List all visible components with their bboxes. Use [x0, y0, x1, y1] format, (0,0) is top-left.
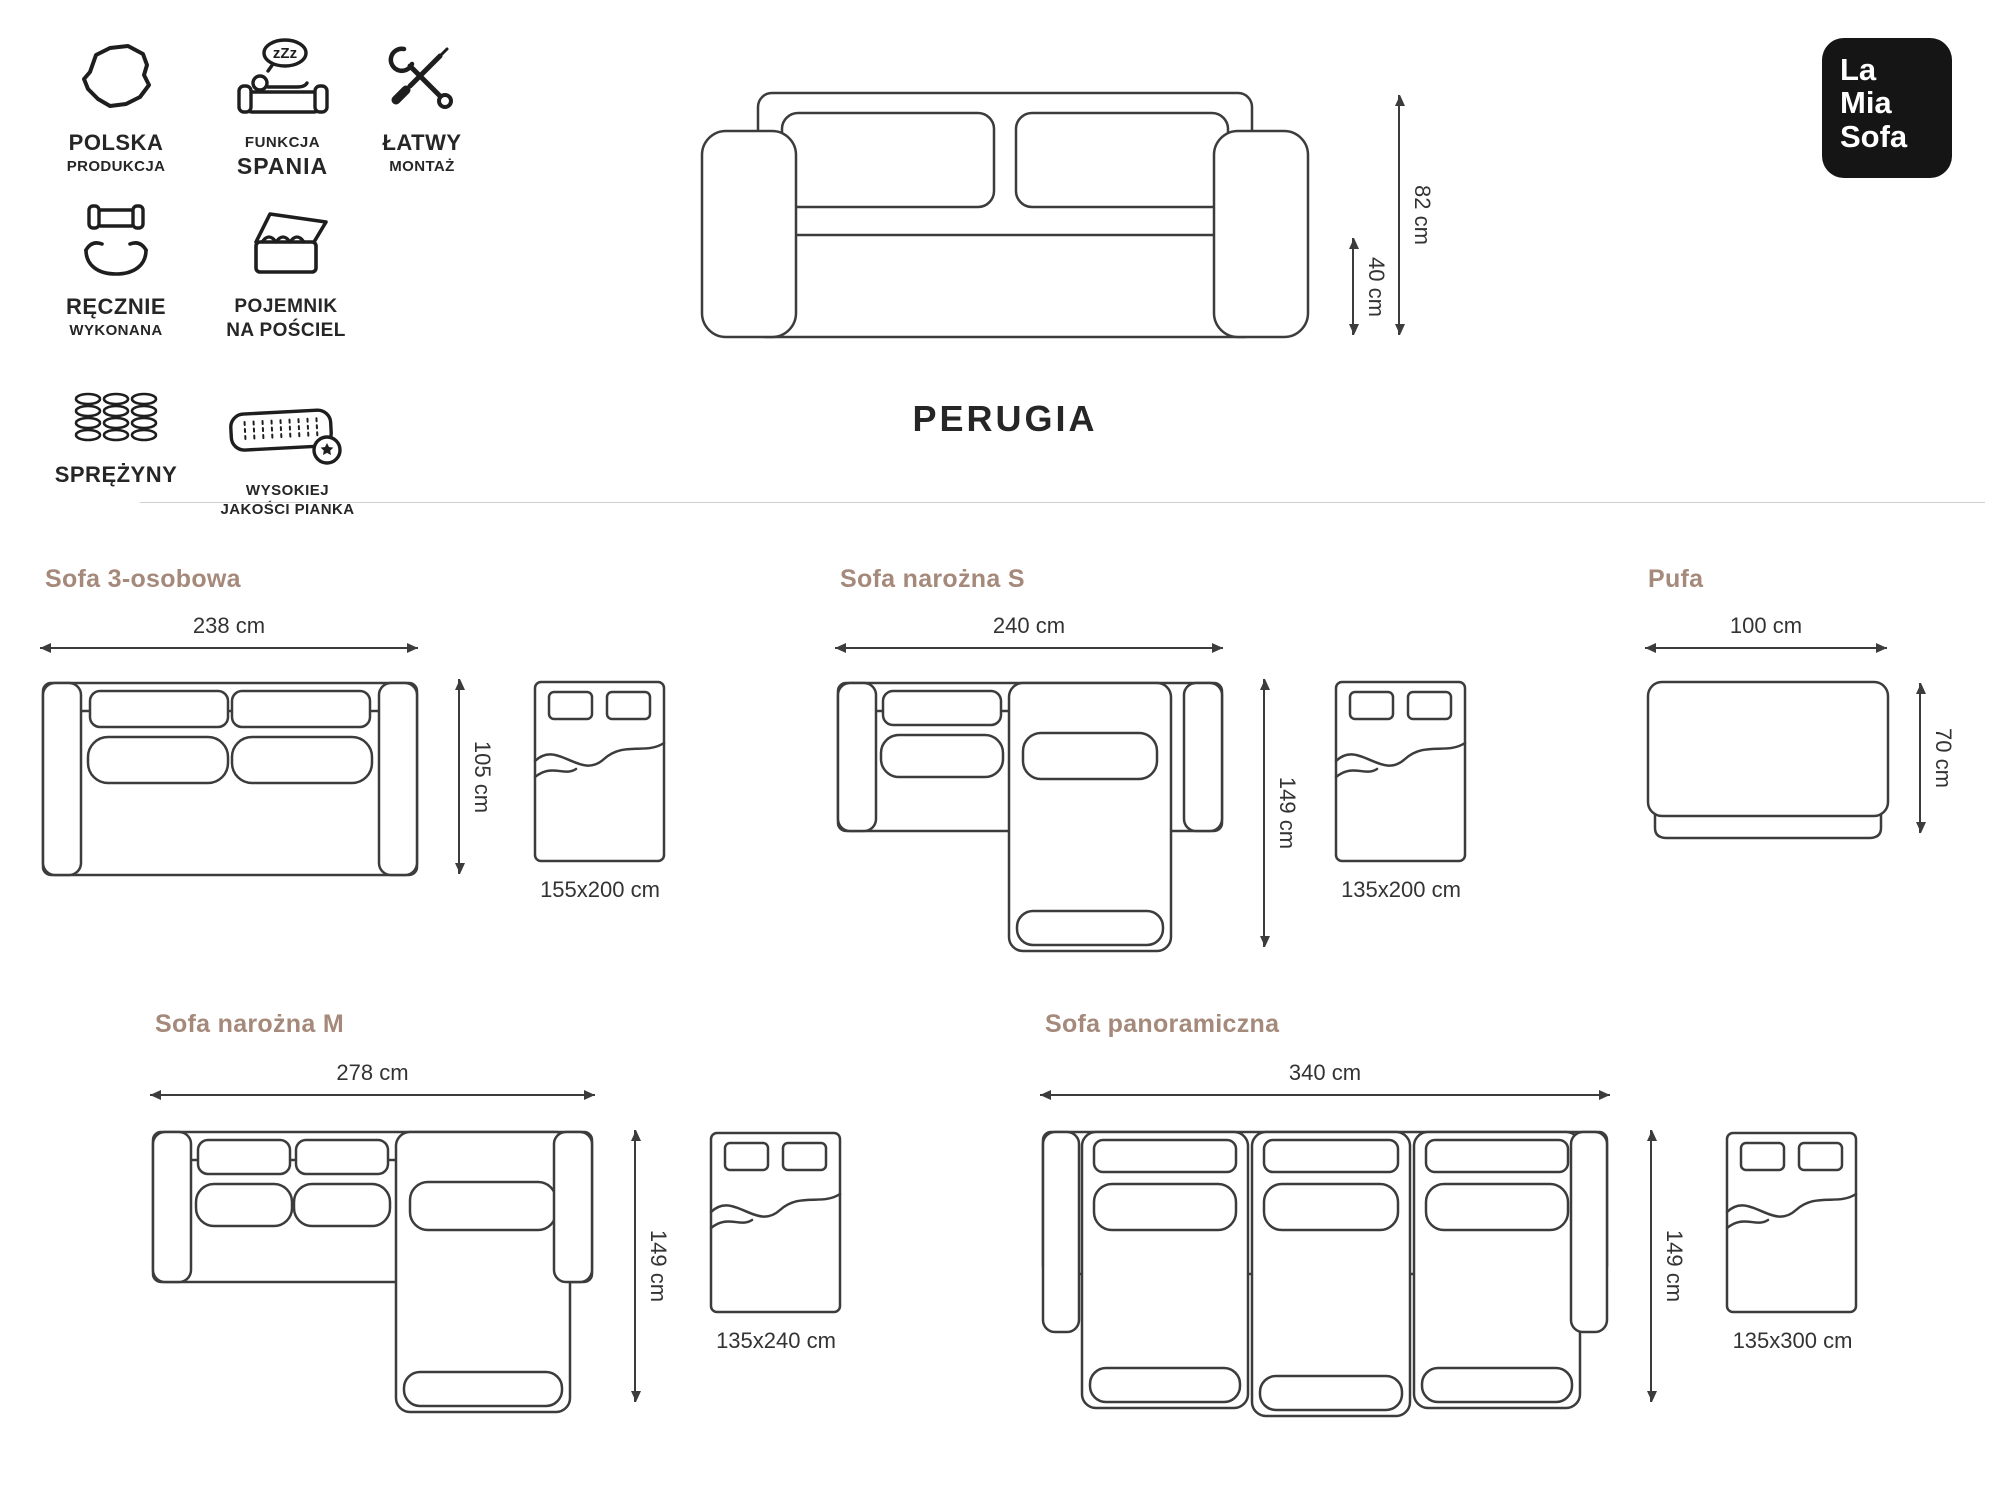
- bed-size-label: 135x200 cm: [1341, 877, 1461, 902]
- variant-title: Pufa: [1648, 565, 1704, 593]
- variant-pufa: Pufa 100 cm 70 cm: [1645, 565, 1985, 885]
- feature-title: RĘCZNIE: [65, 294, 167, 319]
- width-dimension: 240 cm: [835, 613, 1223, 653]
- feature-icon-box: zZz: [200, 36, 365, 124]
- feature-title: POJEMNIK: [234, 296, 338, 317]
- logo-line-3: Sofa: [1840, 118, 1908, 154]
- logo-line-1: La: [1840, 52, 1877, 87]
- variant-title: Sofa panoramiczna: [1045, 1010, 1280, 1038]
- bed-size-label: 155x200 cm: [540, 877, 660, 902]
- brand-logo: La Mia Sofa: [1822, 38, 1952, 178]
- variant-title: Sofa 3-osobowa: [45, 565, 241, 593]
- feature-title: ŁATWY: [382, 130, 462, 155]
- seat-height-label: 40 cm: [1364, 256, 1389, 317]
- poland-map-icon: [82, 44, 151, 108]
- depth-dimension-label: 70 cm: [1931, 728, 1956, 788]
- bed-size-icon: [709, 1131, 842, 1314]
- seat-height-dimension: 40 cm: [1349, 238, 1389, 335]
- brand-logo-text: La Mia Sofa: [1822, 38, 1952, 154]
- feature-title: FUNKCJA: [244, 134, 321, 151]
- depth-dimension: 70 cm: [1916, 683, 1956, 833]
- depth-dimension: 149 cm: [1647, 1130, 1687, 1402]
- handmade-icon: [84, 204, 148, 276]
- feature-subtitle: MONTAŻ: [389, 158, 455, 175]
- feature-title: POLSKA: [68, 130, 164, 155]
- width-dimension: 100 cm: [1645, 613, 1887, 653]
- depth-dimension-label: 149 cm: [1275, 776, 1300, 850]
- depth-dimension: 105 cm: [455, 679, 495, 874]
- sofa-height-label: 82 cm: [1410, 185, 1435, 245]
- width-dimension-label: 340 cm: [1288, 1060, 1362, 1085]
- feature-subtitle: SPANIA: [236, 153, 329, 179]
- variant-title: Sofa narożna M: [155, 1010, 344, 1038]
- width-dimension-label: 238 cm: [192, 613, 266, 638]
- feature-subtitle: WYKONANA: [69, 322, 163, 339]
- feature-icon-box: [36, 198, 196, 284]
- feature-title: SPRĘŻYNY: [54, 462, 178, 487]
- pouf-drawing: [1646, 680, 1890, 840]
- feature-subtitle: PRODUKCJA: [66, 158, 166, 175]
- width-dimension: 238 cm: [40, 613, 418, 653]
- feature-latwy-montaz: ŁATWY MONTAŻ: [352, 40, 492, 175]
- bed-size-label: 135x240 cm: [716, 1328, 836, 1353]
- feature-sprezyny: SPRĘŻYNY: [36, 390, 196, 490]
- depth-dimension-label: 149 cm: [646, 1229, 671, 1303]
- feature-recznie-wykonana: RĘCZNIE WYKONANA: [36, 198, 196, 339]
- variant-sofa-narozna-s: Sofa narożna S 240 cm 149 cm 135x200 cm: [835, 565, 1515, 985]
- sofa-front-view-drawing: [700, 91, 1310, 339]
- bedding-storage-icon: [254, 212, 328, 274]
- bed-size-label: 135x300 cm: [1732, 1328, 1853, 1353]
- bed-size-icon: [1334, 680, 1467, 863]
- depth-dimension-label: 105 cm: [470, 740, 495, 813]
- variant-sofa-3-osobowa: Sofa 3-osobowa 238 cm 105 cm 155x200 cm: [40, 565, 720, 945]
- feature-icon-box: [196, 198, 376, 286]
- logo-line-2: Mia: [1840, 85, 1892, 121]
- sofa-height-dimension: 82 cm: [1395, 95, 1435, 335]
- feature-pojemnik-na-posciel: POJEMNIK NA POŚCIEL: [196, 198, 376, 342]
- depth-dimension: 149 cm: [631, 1130, 671, 1402]
- depth-dimension: 149 cm: [1260, 679, 1300, 947]
- width-dimension-label: 100 cm: [1729, 613, 1803, 638]
- feature-icon-box: [36, 390, 196, 452]
- sleep-function-icon: zZz: [236, 38, 329, 114]
- feature-wysokiej-jakosci-pianka: WYSOKIEJ JAKOŚCI PIANKA: [190, 392, 385, 518]
- corner-sofa-m-top-view-drawing: [151, 1130, 594, 1414]
- variant-sofa-panoramiczna: Sofa panoramiczna 340 cm 149 cm: [1040, 1010, 1920, 1450]
- high-quality-foam-icon: [228, 408, 342, 465]
- panoramic-sofa-top-view-drawing: [1041, 1130, 1609, 1418]
- feature-title: WYSOKIEJ: [245, 482, 330, 499]
- bed-size-icon: [533, 680, 666, 863]
- feature-icon-box: [36, 40, 196, 120]
- feature-subtitle: JAKOŚCI PIANKA: [220, 501, 355, 518]
- width-dimension-label: 240 cm: [992, 613, 1066, 638]
- section-divider: [140, 502, 1985, 503]
- width-dimension: 278 cm: [150, 1060, 595, 1100]
- feature-icon-box: [190, 392, 385, 472]
- sofa-3-seater-top-view-drawing: [41, 681, 419, 877]
- feature-subtitle: NA POŚCIEL: [226, 320, 346, 341]
- feature-icon-box: [352, 40, 492, 120]
- zzz-text: zZz: [272, 45, 296, 62]
- springs-icon: [74, 392, 158, 442]
- variant-sofa-narozna-m: Sofa narożna M 278 cm 149 cm 135: [150, 1010, 890, 1450]
- easy-assembly-tools-icon: [388, 46, 453, 109]
- variant-title: Sofa narożna S: [840, 565, 1025, 593]
- feature-polska-produkcja: POLSKA PRODUKCJA: [36, 40, 196, 175]
- width-dimension-label: 278 cm: [336, 1060, 409, 1085]
- product-title: PERUGIA: [912, 398, 1098, 439]
- feature-funkcja-spania: zZz FUNKCJA SPANIA: [200, 36, 365, 180]
- bed-size-icon: [1725, 1131, 1858, 1314]
- width-dimension: 340 cm: [1040, 1060, 1610, 1100]
- depth-dimension-label: 149 cm: [1662, 1229, 1687, 1303]
- corner-sofa-s-top-view-drawing: [836, 681, 1224, 953]
